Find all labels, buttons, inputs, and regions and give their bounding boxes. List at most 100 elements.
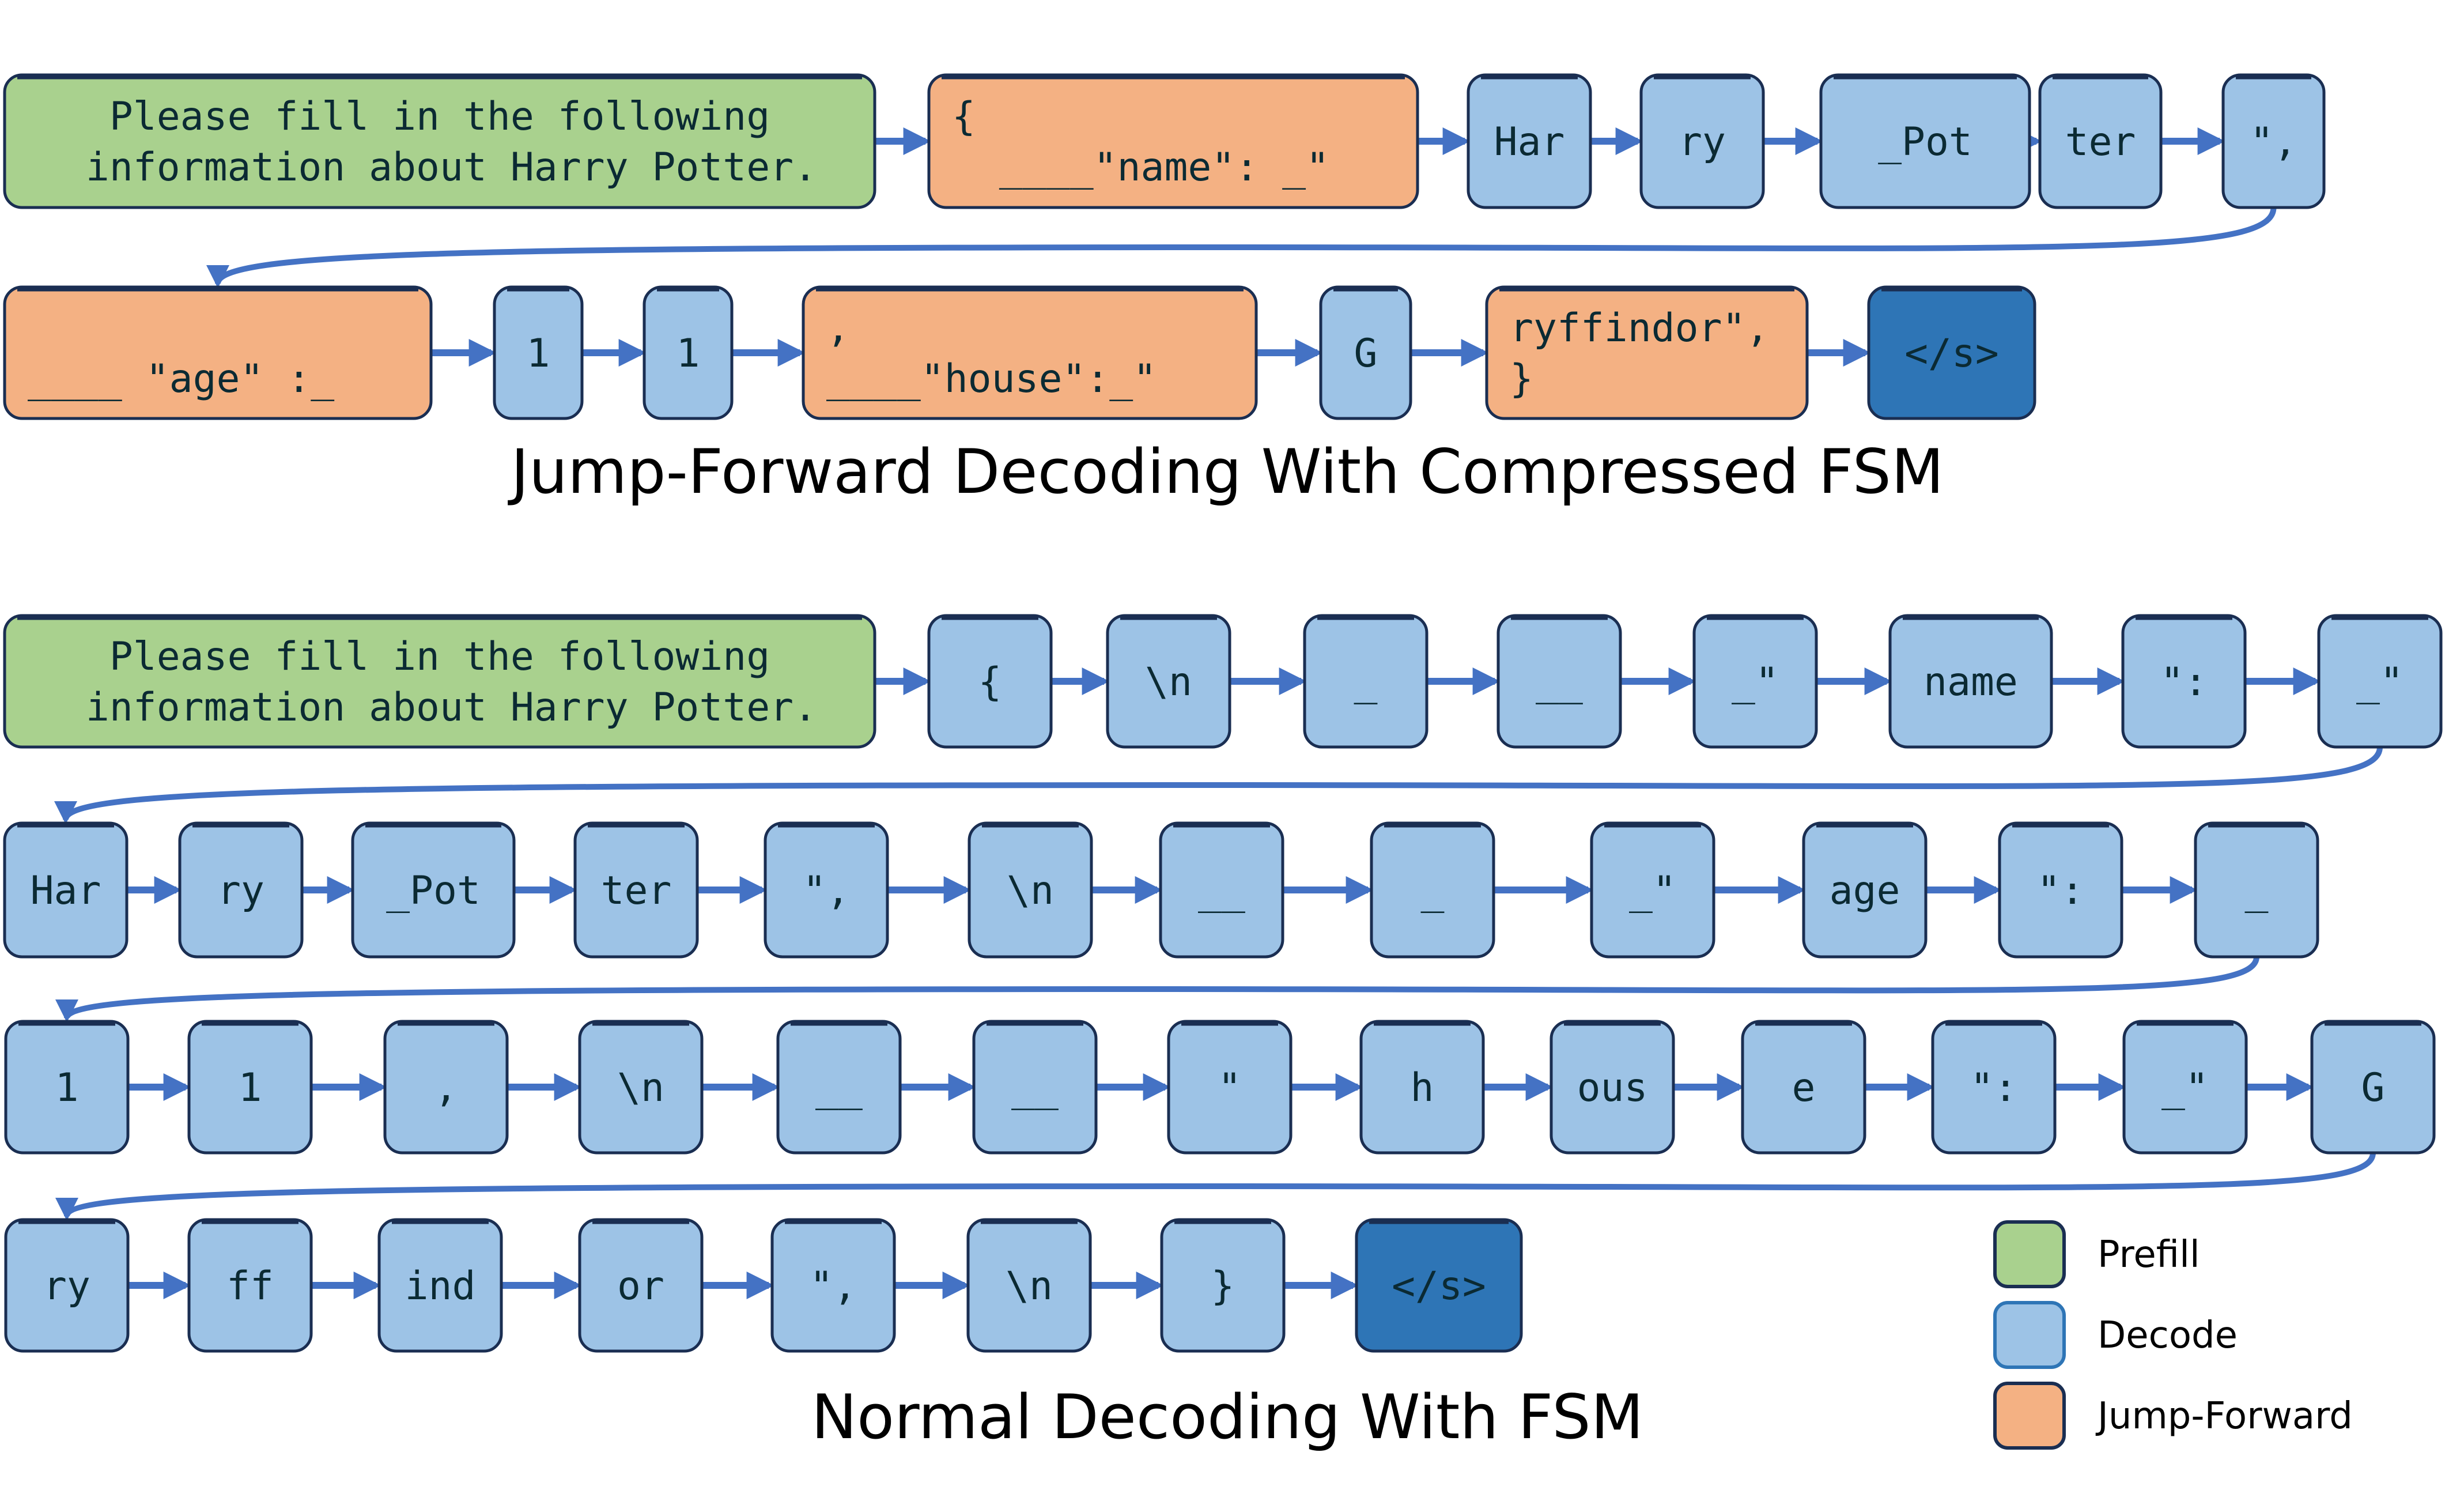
token-text: _" <box>2356 659 2403 705</box>
token-box-decode: 1 <box>187 1020 313 1155</box>
token-box-decode: ter <box>2038 73 2163 209</box>
legend-label: Decode <box>2098 1314 2238 1357</box>
token-text: ", <box>810 1263 857 1309</box>
token-text: , <box>826 305 850 351</box>
token-box-decode: { <box>927 614 1053 749</box>
token-box-decode: \n <box>1106 614 1231 749</box>
token-box-decode: ind <box>377 1218 503 1353</box>
token-box-decode: _ <box>1303 614 1428 749</box>
token-box-decode: Har <box>3 821 129 959</box>
token-text: information about Harry Potter. <box>62 685 817 730</box>
row-wrap-arrow <box>206 207 2277 288</box>
token-box-decode: \n <box>968 821 1093 959</box>
legend-item-jump-forward: Jump-Forward <box>1993 1382 2353 1450</box>
token-text: e <box>1792 1065 1816 1111</box>
token-text: name <box>1923 659 2018 705</box>
token-text: ", <box>2250 119 2297 165</box>
token-text: ter <box>2065 119 2136 165</box>
row-wrap-arrow <box>55 1152 2376 1221</box>
token-text: { <box>952 94 976 139</box>
token-box-decode: _ <box>2194 821 2319 959</box>
token-box-jump-forward: ____ "age" :_ <box>3 285 433 420</box>
token-box-decode: _Pot <box>1819 73 2031 209</box>
token-text: __ <box>1198 868 1245 914</box>
token-text: _ <box>1354 659 1378 705</box>
legend-item-prefill: Prefill <box>1993 1220 2200 1288</box>
token-text: ind <box>405 1263 476 1309</box>
token-text: _" <box>1732 659 1779 705</box>
token-box-eos: </s> <box>1355 1218 1523 1353</box>
token-box-eos: </s> <box>1867 285 2036 420</box>
token-text: Please fill in the following <box>109 94 770 139</box>
legend-label: Prefill <box>2098 1234 2200 1276</box>
token-text: ter <box>601 868 672 914</box>
title-normal-decoding: Normal Decoding With FSM <box>811 1382 1643 1453</box>
token-text: ous <box>1577 1065 1648 1111</box>
token-box-decode: ous <box>1550 1020 1675 1155</box>
token-text: } <box>1510 356 1533 402</box>
token-box-decode: ": <box>1998 821 2123 959</box>
token-box-decode: _" <box>2122 1020 2248 1155</box>
token-box-decode: 1 <box>4 1020 130 1155</box>
token-box-jump-forward: , ____"house":_" <box>802 285 1258 420</box>
row-wrap-arrow <box>54 746 2383 824</box>
token-text: \n <box>1007 868 1054 914</box>
row-wrap-arrow <box>55 956 2259 1023</box>
token-text: _ <box>2245 868 2269 914</box>
token-box-decode: __ <box>776 1020 902 1155</box>
token-box-decode: _" <box>1692 614 1818 749</box>
token-box-decode: Har <box>1467 73 1592 209</box>
token-text: Har <box>31 868 101 914</box>
token-box-prefill: Please fill in the following information… <box>3 73 876 209</box>
token-text: ry <box>1679 119 1726 165</box>
token-box-decode: _ <box>1370 821 1495 959</box>
token-text: _" <box>1629 868 1676 914</box>
token-text: ": <box>2037 868 2084 914</box>
token-box-decode: name <box>1888 614 2053 749</box>
token-text: _Pot <box>1878 119 1972 165</box>
token-box-decode: ter <box>573 821 699 959</box>
token-text: ____ "age" :_ <box>28 356 334 402</box>
token-box-decode: " <box>1167 1020 1293 1155</box>
token-text: 1 <box>239 1065 262 1111</box>
token-text: h <box>1411 1065 1434 1111</box>
token-box-decode: ry <box>178 821 304 959</box>
token-text: ", <box>803 868 850 914</box>
token-text: ry <box>43 1263 90 1309</box>
token-text: ____"house":_" <box>826 356 1157 402</box>
token-text: { <box>978 659 1002 705</box>
token-text: 1 <box>55 1065 79 1111</box>
token-text: G <box>1354 331 1378 376</box>
token-text: " <box>1218 1065 1242 1111</box>
token-box-decode: ff <box>187 1218 313 1353</box>
token-box-decode: ry <box>4 1218 130 1353</box>
token-box-decode: ", <box>764 821 889 959</box>
token-text: __ <box>1536 659 1583 705</box>
token-text: 1 <box>677 331 700 376</box>
token-text: ": <box>2160 659 2208 705</box>
legend-item-decode: Decode <box>1993 1301 2238 1369</box>
token-box-decode: __ <box>1496 614 1622 749</box>
token-text: information about Harry Potter. <box>62 145 817 190</box>
token-box-decode: G <box>2310 1020 2436 1155</box>
token-box-decode: __ <box>972 1020 1098 1155</box>
token-box-decode: _Pot <box>351 821 516 959</box>
legend-swatch <box>1993 1382 2066 1450</box>
boxes-layer: Please fill in the following information… <box>3 73 2443 1353</box>
token-box-decode: ": <box>2121 614 2247 749</box>
token-text: \n <box>1145 659 1192 705</box>
token-box-decode: } <box>1160 1218 1286 1353</box>
token-box-decode: ": <box>1931 1020 2057 1155</box>
token-box-decode: ", <box>2221 73 2326 209</box>
token-box-jump-forward: ryffindor",} <box>1485 285 1809 420</box>
token-box-decode: e <box>1741 1020 1866 1155</box>
token-text: Har <box>1494 119 1565 165</box>
token-box-decode: _" <box>2317 614 2443 749</box>
token-text: __ <box>1011 1065 1059 1111</box>
token-box-decode: 1 <box>493 285 584 420</box>
token-box-decode: ", <box>770 1218 896 1353</box>
token-text: ": <box>1970 1065 2017 1111</box>
token-text: </s> <box>1392 1263 1486 1309</box>
